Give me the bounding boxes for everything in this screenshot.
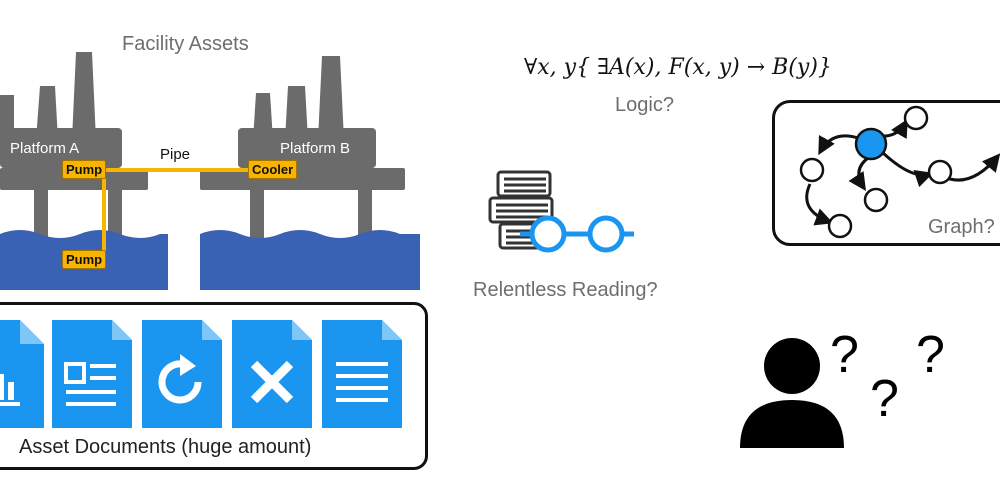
platform-a-deck	[0, 128, 122, 168]
refresh-document-icon	[142, 320, 222, 428]
question-mark-icon: ?	[916, 326, 945, 384]
graph-node	[799, 157, 825, 183]
graph-edge	[880, 150, 934, 188]
platform-b-chimney	[318, 56, 344, 140]
platform-b-deck	[238, 128, 376, 168]
reading-caption: Relentless Reading?	[473, 279, 658, 301]
layout-document-icon	[52, 320, 132, 428]
graph-edge	[818, 134, 859, 156]
glasses-icon	[520, 215, 634, 253]
person-icon	[740, 338, 844, 448]
platform-b-structure	[200, 56, 405, 238]
cooler-label: Cooler	[248, 160, 298, 179]
question-mark-icon: ?	[830, 326, 859, 384]
platform-a-leg	[108, 190, 122, 238]
books-glasses-icon	[488, 170, 634, 253]
graph-edge	[883, 118, 908, 139]
platform-b-label: Platform B	[280, 140, 351, 157]
pipe-network	[100, 168, 256, 256]
document-icons	[0, 320, 402, 428]
logic-formula: ∀x, y{ ∃A(x), F(x, y) → B(y)}	[524, 55, 832, 80]
platform-a-structure	[0, 52, 148, 238]
logic-caption: Logic?	[615, 94, 674, 116]
pump-bottom-label: Pump	[62, 250, 107, 269]
pump-top-label: Pump	[62, 160, 107, 179]
facility-title: Facility Assets	[122, 33, 249, 55]
graph-node	[903, 105, 929, 131]
platform-a-chimney	[36, 86, 58, 140]
graph-node-highlight	[854, 127, 888, 161]
pipe-label: Pipe	[160, 146, 191, 163]
facility-illustration	[0, 52, 420, 290]
text-document-icon	[322, 320, 402, 428]
platform-a-label: Platform A	[10, 140, 80, 157]
graph-caption: Graph?	[928, 216, 995, 238]
graph-nodes	[799, 105, 953, 239]
delete-document-icon	[232, 320, 312, 428]
question-mark-icon: ?	[870, 370, 899, 428]
platform-a-chimney	[72, 52, 96, 140]
platform-b-chimney	[285, 86, 308, 140]
sea-right	[200, 230, 420, 290]
graph-node	[863, 187, 889, 213]
graph-diagram	[799, 105, 1000, 239]
graph-edge	[805, 183, 834, 226]
platform-a-lower-deck	[0, 168, 148, 190]
bar-chart-document-icon	[0, 320, 44, 428]
question-marks: ? ? ?	[830, 326, 945, 428]
graph-edge	[848, 156, 869, 191]
platform-b-leg	[358, 190, 372, 238]
platform-a-leg	[34, 190, 48, 238]
graph-edges	[805, 118, 1000, 226]
asset-documents-caption: Asset Documents (huge amount)	[19, 436, 312, 458]
graph-node	[827, 213, 853, 239]
graph-node	[927, 159, 953, 185]
platform-b-leg	[250, 190, 264, 238]
